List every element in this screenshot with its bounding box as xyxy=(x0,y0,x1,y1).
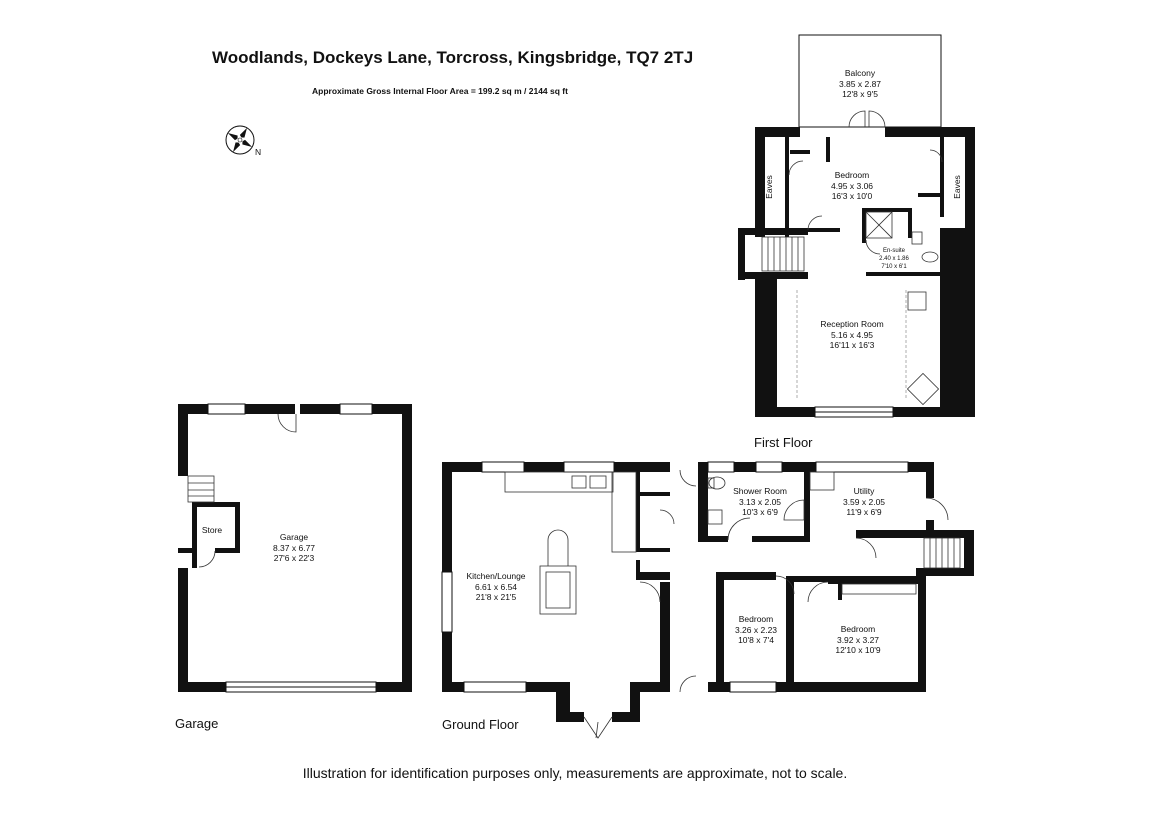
utility-metric: 3.59 x 2.05 xyxy=(843,497,885,507)
utility-imperial: 11'9 x 6'9 xyxy=(846,507,881,517)
bedroom-small-imperial: 10'8 x 7'4 xyxy=(738,635,774,645)
shower-room-metric: 3.13 x 2.05 xyxy=(739,497,781,507)
compass-north-label: N xyxy=(255,147,261,157)
compass-icon xyxy=(225,125,255,155)
utility-label: Utility xyxy=(854,486,876,496)
eaves-left-label: Eaves xyxy=(764,175,774,199)
ground-floor-label: Ground Floor xyxy=(442,717,519,732)
store-label: Store xyxy=(202,525,223,535)
shower-room-label: Shower Room xyxy=(733,486,787,496)
bedroom-first-imperial: 16'3 x 10'0 xyxy=(832,191,873,201)
garage-plan: Store Garage 8.37 x 6.77 27'6 x 22'3 xyxy=(178,403,412,693)
ensuite-label: En-suite xyxy=(883,248,906,254)
ensuite-imperial: 7'10 x 6'1 xyxy=(881,264,907,270)
bedroom-small-metric: 3.26 x 2.23 xyxy=(735,625,777,635)
garage-room-imperial: 27'6 x 22'3 xyxy=(274,553,315,563)
bedroom-large-imperial: 12'10 x 10'9 xyxy=(835,645,881,655)
ensuite-metric: 2.40 x 1.86 xyxy=(879,256,909,262)
floor-area-summary: Approximate Gross Internal Floor Area = … xyxy=(312,86,568,96)
disclaimer: Illustration for identification purposes… xyxy=(303,765,847,781)
balcony-label: Balcony xyxy=(845,68,876,78)
first-floor-label: First Floor xyxy=(754,435,813,450)
garage-room-metric: 8.37 x 6.77 xyxy=(273,543,315,553)
balcony-imperial: 12'8 x 9'5 xyxy=(842,89,878,99)
garage-room-label: Garage xyxy=(280,532,309,542)
bedroom-large-metric: 3.92 x 3.27 xyxy=(837,635,879,645)
bedroom-small-label: Bedroom xyxy=(739,614,774,624)
bedroom-first-metric: 4.95 x 3.06 xyxy=(831,181,873,191)
garage-floor-label: Garage xyxy=(175,716,218,731)
eaves-right-label: Eaves xyxy=(952,175,962,199)
first-floor-plan: Balcony 3.85 x 2.87 12'8 x 9'5 Bedroom 4… xyxy=(738,34,975,418)
reception-label: Reception Room xyxy=(820,319,883,329)
reception-metric: 5.16 x 4.95 xyxy=(831,330,873,340)
bedroom-first-label: Bedroom xyxy=(835,170,870,180)
reception-imperial: 16'11 x 16'3 xyxy=(830,340,875,350)
ground-floor-plan: Kitchen/Lounge 6.61 x 6.54 21'8 x 21'5 xyxy=(441,461,974,739)
kitchen-imperial: 21'8 x 21'5 xyxy=(476,592,517,602)
balcony-metric: 3.85 x 2.87 xyxy=(839,79,881,89)
property-address: Woodlands, Dockeys Lane, Torcross, Kings… xyxy=(212,48,693,67)
shower-room-imperial: 10'3 x 6'9 xyxy=(742,507,778,517)
kitchen-metric: 6.61 x 6.54 xyxy=(475,582,517,592)
bedroom-large-label: Bedroom xyxy=(841,624,876,634)
kitchen-label: Kitchen/Lounge xyxy=(466,571,525,581)
